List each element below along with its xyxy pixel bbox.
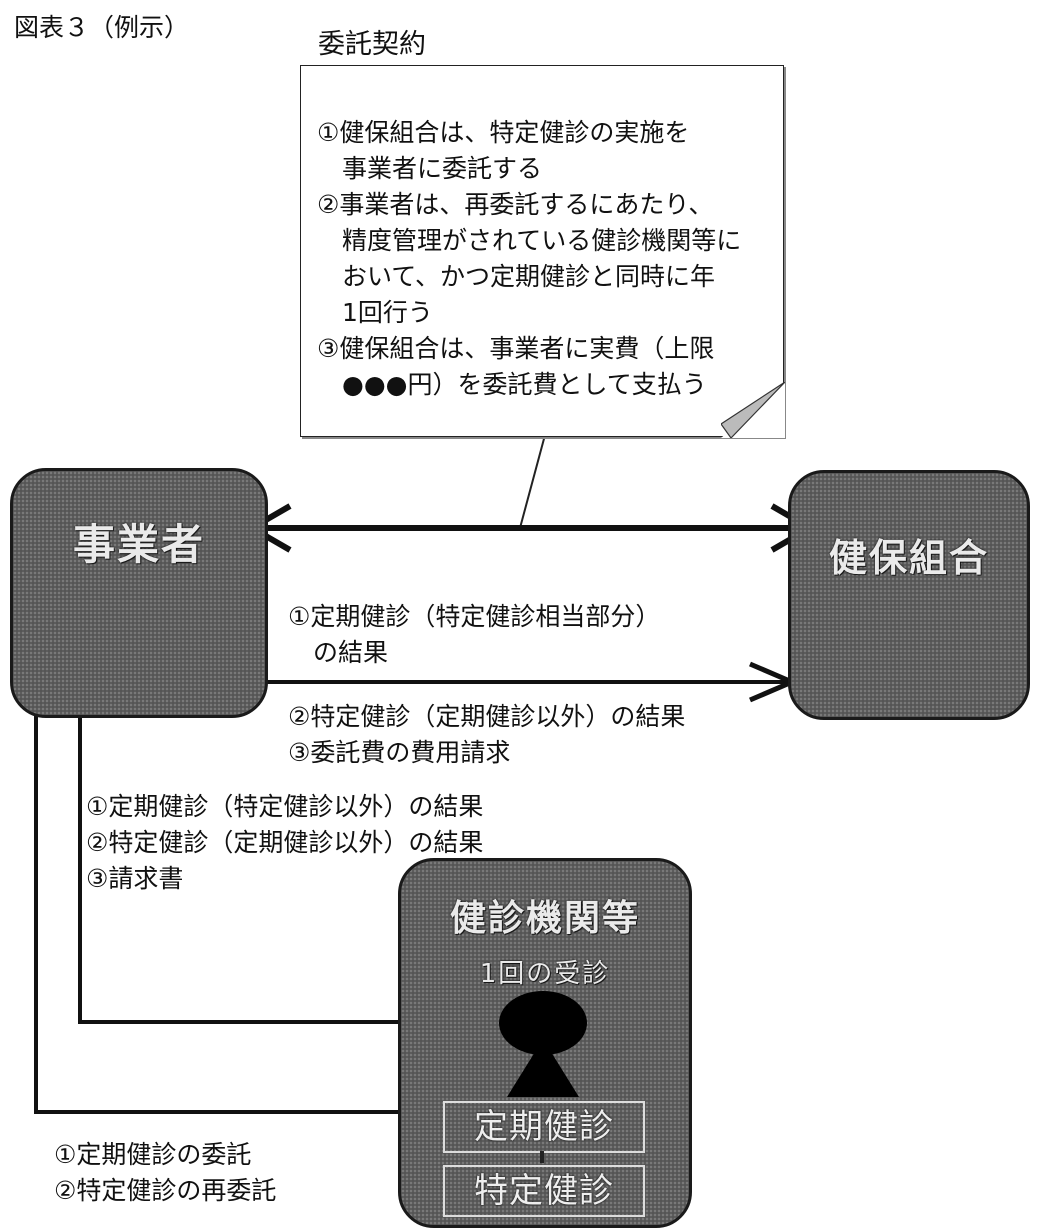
exam-specific-box: 特定健診 [443, 1165, 645, 1217]
flow-label: ①定期健診（特定健診相当部分） [288, 602, 661, 631]
contract-line: 1回行う [317, 298, 433, 327]
callout-pointer-line [519, 434, 546, 529]
contract-line: 事業者に委託する [317, 154, 543, 183]
figure-label: 図表３（例示） [14, 13, 190, 42]
exam-periodic-box: 定期健診 [443, 1101, 645, 1153]
flow-label: ②特定健診（定期健診以外）の結果 [86, 828, 484, 857]
clinic-box: 健診機関等 1回の受診 定期健診 特定健診 [398, 858, 692, 1228]
flow-label: の結果 [288, 638, 389, 667]
insurer-box: 健保組合 [788, 470, 1030, 720]
contract-line: ●●●円）を委託費として支払う [317, 370, 707, 399]
contract-line: ①健保組合は、特定健診の実施を [317, 118, 690, 147]
flow-label: ②特定健診（定期健診以外）の結果 [288, 702, 686, 731]
employer-label: 事業者 [72, 520, 205, 569]
employer-box: 事業者 [10, 468, 268, 718]
contract-line: おいて、かつ定期健診と同時に年 [317, 262, 716, 291]
contract-title: 委託契約 [318, 29, 426, 60]
contract-line: ②事業者は、再委託するにあたり、 [317, 190, 714, 219]
examinee-person-icon [499, 991, 587, 1097]
folded-corner-icon [721, 382, 785, 438]
contract-note: ①健保組合は、特定健診の実施を 事業者に委託する ②事業者は、再委託するにあたり… [300, 65, 785, 438]
flow-label: ③請求書 [86, 864, 184, 893]
contract-line: 精度管理がされている健診機関等に [317, 226, 742, 255]
flow-label: ③委託費の費用請求 [288, 738, 511, 767]
contract-line: ③健保組合は、事業者に実費（上限 [317, 334, 715, 363]
clinic-label: 健診機関等 [449, 898, 640, 939]
flow-label: ①定期健診の委託 [54, 1140, 252, 1169]
commission-arrow-line [34, 712, 440, 1114]
return-arrow-line [78, 712, 398, 1024]
flow-label: ①定期健診（特定健診以外）の結果 [86, 792, 484, 821]
insurer-label: 健保組合 [828, 536, 989, 580]
exam-connector [540, 1151, 544, 1163]
clinic-subtitle: 1回の受診 [479, 959, 611, 989]
flow-label: ②特定健診の再委託 [54, 1176, 277, 1205]
